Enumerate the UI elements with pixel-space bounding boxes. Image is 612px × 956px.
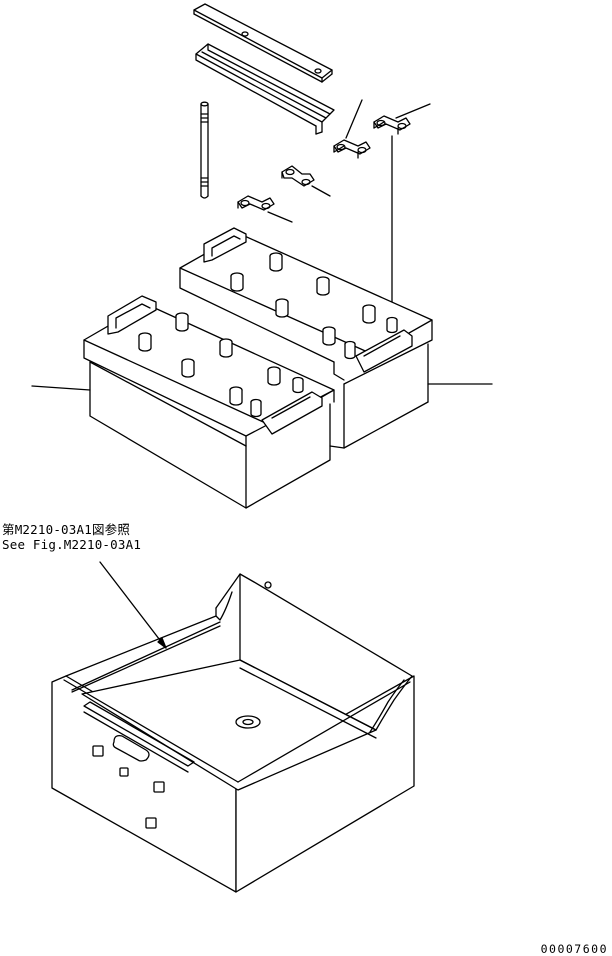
terminal-clamp: [282, 166, 330, 196]
battery-hold-down-bar: [194, 4, 332, 82]
drawing-number: 00007600: [540, 942, 608, 956]
terminal-clamp: [238, 196, 292, 222]
reference-note-japanese: 第M2210-03A1図参照: [2, 522, 131, 537]
battery: [180, 228, 492, 448]
battery-cover-channel: [196, 44, 334, 134]
reference-leader: [100, 562, 166, 648]
battery: [32, 296, 334, 508]
hold-down-rod: [201, 102, 208, 198]
battery-box: [52, 574, 414, 892]
terminal-clamp: [374, 104, 430, 316]
terminal-clamp: [334, 100, 370, 158]
reference-note-english: See Fig.M2210-03A1: [2, 537, 142, 552]
